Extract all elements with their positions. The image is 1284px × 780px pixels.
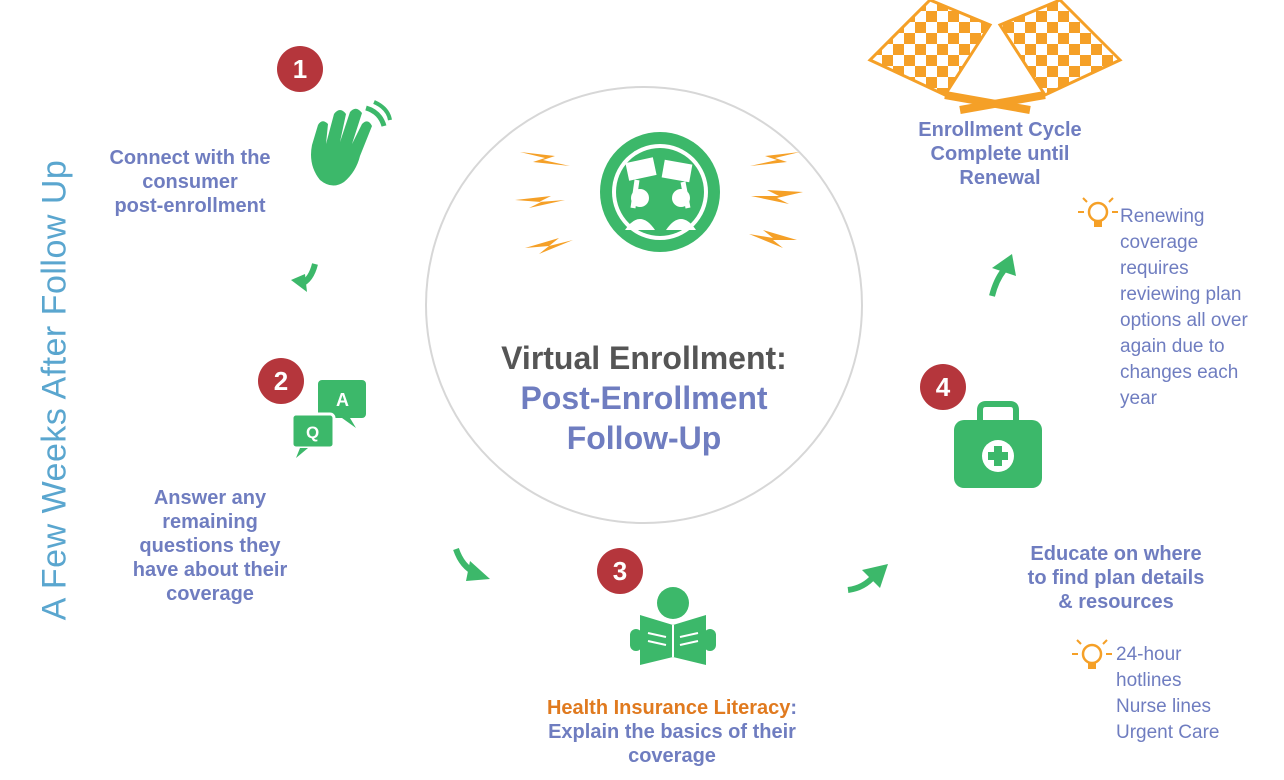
step-1-line: Connect with the	[109, 147, 271, 169]
completion-line: Enrollment Cycle	[918, 119, 1082, 141]
step-4-label: Educate on where to find plan details & …	[996, 542, 1236, 614]
step-1-label: Connect with the consumer post-enrollmen…	[70, 146, 310, 218]
step-3-label: Health Insurance Literacy: Explain the b…	[472, 696, 872, 768]
center-title-line1: Virtual Enrollment:	[501, 340, 787, 376]
tip-line: again due to	[1120, 336, 1225, 357]
center-circle	[425, 86, 863, 524]
qa-chat-bubbles-icon: A Q	[290, 380, 366, 458]
step-2-line: remaining	[162, 511, 258, 533]
resources-tip: 24-hour hotlines Nurse lines Urgent Care	[1116, 642, 1220, 746]
step-3-line: coverage	[628, 745, 716, 767]
tip-line: Urgent Care	[1116, 722, 1220, 743]
step-2-line: coverage	[166, 583, 254, 605]
tip-line: Renewing	[1120, 206, 1205, 227]
step-2-line: have about their	[132, 559, 288, 581]
center-title-line2: Post-Enrollment	[520, 380, 768, 416]
step-4-line: Educate on where	[1030, 543, 1202, 565]
step-2-line: Answer any	[153, 487, 267, 509]
completion-line: Complete until	[930, 143, 1070, 165]
step-4-line: to find plan details	[1027, 567, 1205, 589]
curved-arrow-icon	[847, 564, 888, 593]
checkered-flags-icon	[867, 0, 1123, 114]
tip-line: changes each	[1120, 362, 1239, 383]
svg-text:Q: Q	[306, 423, 319, 442]
lightbulb-icon	[1078, 197, 1118, 227]
completion-label: Enrollment Cycle Complete until Renewal	[880, 118, 1120, 190]
health-insurance-literacy-highlight: Health Insurance Literacy	[546, 697, 791, 719]
lightbulb-icon	[1072, 639, 1112, 669]
protest-emblem-icon	[515, 132, 803, 254]
side-title: A Few Weeks After Follow Up	[35, 159, 74, 621]
step-3-line: Explain the basics of their	[548, 721, 796, 743]
reading-person-icon	[630, 587, 716, 665]
tip-line: coverage	[1120, 232, 1199, 253]
tip-line: 24-hour	[1116, 644, 1182, 665]
completion-line: Renewal	[959, 167, 1041, 189]
tip-line: hotlines	[1116, 670, 1182, 691]
curved-arrow-icon	[989, 254, 1016, 297]
step-3-heading: Health Insurance Literacy:	[472, 696, 872, 720]
svg-text:A: A	[336, 390, 349, 410]
step-2-label: Answer any remaining questions they have…	[90, 486, 330, 606]
step-1-line: post-enrollment	[114, 195, 266, 217]
curved-arrow-icon	[291, 263, 318, 292]
step-4-badge: 4	[920, 364, 966, 410]
curved-arrow-icon	[453, 547, 490, 581]
tip-line: options all over	[1120, 310, 1248, 331]
step-2-badge: 2	[258, 358, 304, 404]
waving-hand-icon	[311, 100, 392, 186]
tip-line: requires	[1120, 258, 1189, 279]
first-aid-kit-icon	[954, 401, 1042, 488]
step-3-badge: 3	[597, 548, 643, 594]
tip-line: Nurse lines	[1116, 696, 1212, 717]
highlight-suffix: :	[790, 697, 798, 719]
step-4-line: & resources	[1058, 591, 1174, 613]
step-2-line: questions they	[139, 535, 281, 557]
renewal-tip: Renewing coverage requires reviewing pla…	[1120, 204, 1248, 412]
step-1-badge: 1	[277, 46, 323, 92]
tip-line: year	[1120, 388, 1157, 409]
center-title-line3: Follow-Up	[566, 420, 722, 456]
tip-line: reviewing plan	[1120, 284, 1242, 305]
step-1-line: consumer	[142, 171, 238, 193]
